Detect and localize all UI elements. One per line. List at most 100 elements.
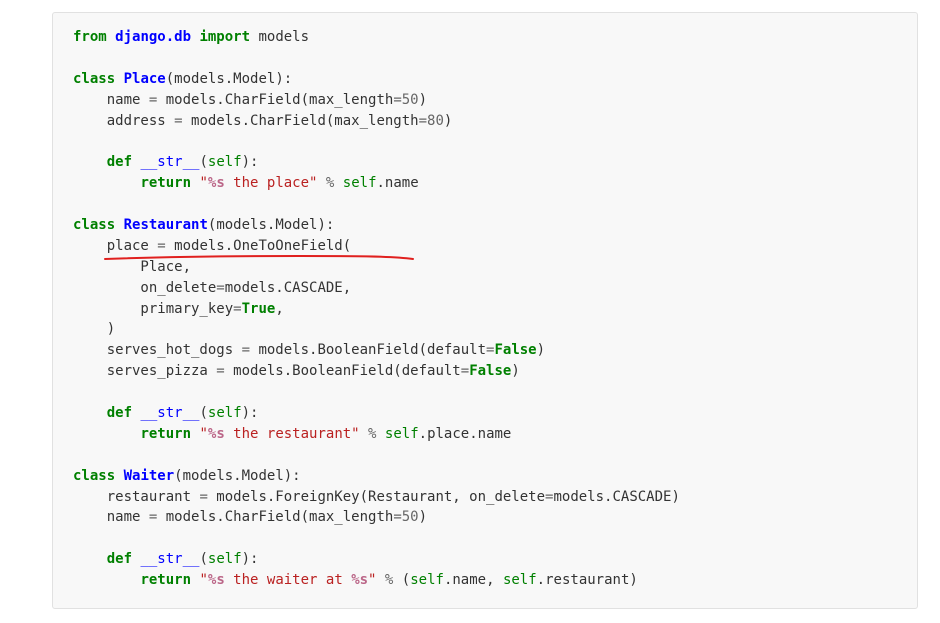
code-token: the place" — [224, 175, 318, 192]
code-line: return "%s the place" % self.name — [73, 173, 680, 194]
code-token: django.db — [115, 29, 192, 45]
code-token: name — [73, 91, 149, 108]
code-token: %s — [207, 425, 225, 442]
code-token: = — [418, 112, 428, 129]
code-token: .name — [376, 175, 419, 192]
code-token — [317, 175, 325, 191]
code-line: serves_pizza = models.BooleanField(defau… — [73, 361, 680, 382]
code-token: Place, — [73, 258, 192, 275]
code-token: restaurant — [73, 488, 200, 505]
code-token: ): — [241, 154, 259, 171]
code-token: " — [199, 425, 208, 442]
code-line: on_delete=models.CASCADE, — [73, 278, 680, 299]
code-line: def __str__(self): — [73, 152, 680, 173]
code-token: self — [502, 572, 537, 589]
code-token: 80 — [427, 112, 444, 129]
code-line: class Waiter(models.Model): — [73, 466, 680, 487]
code-line: ) — [73, 319, 680, 340]
code-line: from django.db import models — [73, 27, 680, 48]
code-token: %s — [207, 572, 225, 589]
code-token: = — [460, 363, 470, 380]
code-line: return "%s the restaurant" % self.place.… — [73, 424, 680, 445]
code-token: __str__ — [140, 551, 200, 568]
code-token: % — [368, 425, 377, 442]
code-token: ( — [199, 154, 208, 171]
code-line — [73, 382, 680, 403]
code-token: True — [241, 300, 276, 317]
code-token — [73, 405, 107, 421]
code-token: = — [157, 237, 166, 254]
code-token: 50 — [401, 509, 419, 526]
code-token: __str__ — [140, 405, 200, 422]
code-line: class Place(models.Model): — [73, 69, 680, 90]
code-token — [73, 551, 107, 567]
code-token: .restaurant) — [536, 572, 638, 589]
code-token: self — [384, 425, 419, 442]
code-token: 50 — [401, 91, 419, 108]
code-token: = — [148, 91, 158, 108]
code-token: % — [325, 175, 335, 192]
code-token: class — [73, 467, 116, 484]
code-token: = — [216, 363, 225, 380]
code-line: return "%s the waiter at %s" % (self.nam… — [73, 570, 680, 591]
code-token: ) — [73, 321, 116, 338]
code-token: models.BooleanField(default — [224, 363, 461, 380]
code-line: primary_key=True, — [73, 299, 680, 320]
code-token: " — [199, 572, 208, 589]
code-token: models.OneToOneField( — [165, 237, 352, 254]
code-line: address = models.CharField(max_length=80… — [73, 111, 680, 132]
code-token: self — [410, 572, 444, 589]
code-token: %s — [351, 572, 369, 589]
code-token: .name, — [443, 572, 503, 589]
code-token — [376, 572, 384, 588]
code-token: models.CharField(max_length — [157, 91, 394, 108]
code-token: return — [140, 572, 192, 589]
code-token: on_delete — [73, 279, 217, 296]
code-token: = — [233, 300, 242, 317]
code-token: ) — [511, 363, 520, 380]
code-line: place = models.OneToOneField( — [73, 236, 680, 257]
code-token: the waiter at — [224, 572, 352, 589]
code-token: from — [73, 29, 107, 45]
code-token: name — [73, 509, 149, 526]
code-token: ): — [241, 551, 259, 568]
code-line: class Restaurant(models.Model): — [73, 215, 680, 236]
code-token: ( — [199, 551, 208, 568]
code-line: name = models.CharField(max_length=50) — [73, 90, 680, 111]
code-token — [73, 175, 140, 191]
code-token: Place — [123, 70, 166, 87]
code-token: (models.Model): — [165, 70, 293, 87]
code-token: class — [73, 217, 116, 234]
code-token: def — [106, 405, 133, 422]
code-token: models.CharField(max_length — [157, 509, 394, 526]
code-token: False — [469, 363, 512, 380]
code-token: False — [494, 342, 537, 359]
code-token: " — [368, 572, 377, 589]
code-token — [73, 572, 140, 588]
code-token — [115, 217, 123, 233]
code-token: ) — [443, 112, 453, 129]
code-line: Place, — [73, 257, 680, 278]
code-token: = — [241, 342, 251, 359]
code-token — [376, 426, 384, 442]
code-token: (models.Model): — [174, 467, 301, 484]
code-token: self — [207, 154, 242, 171]
code-token: = — [393, 509, 402, 526]
code-token: primary_key — [73, 300, 234, 317]
code-token: def — [106, 551, 133, 568]
code-token: the restaurant" — [224, 425, 360, 442]
code-token: % — [384, 572, 394, 589]
code-token: self — [342, 175, 377, 192]
code-token: %s — [207, 175, 225, 192]
code-token: = — [486, 342, 495, 359]
code-token — [73, 426, 140, 442]
code-line — [73, 194, 680, 215]
code-token: def — [106, 154, 133, 171]
code-token: models.CASCADE) — [553, 488, 680, 505]
code-token: address — [73, 112, 175, 129]
code-token: ) — [418, 509, 428, 526]
code-line: def __str__(self): — [73, 549, 680, 570]
code-token: self — [207, 405, 242, 422]
code-token: = — [545, 488, 554, 505]
code-token: place — [73, 237, 158, 254]
